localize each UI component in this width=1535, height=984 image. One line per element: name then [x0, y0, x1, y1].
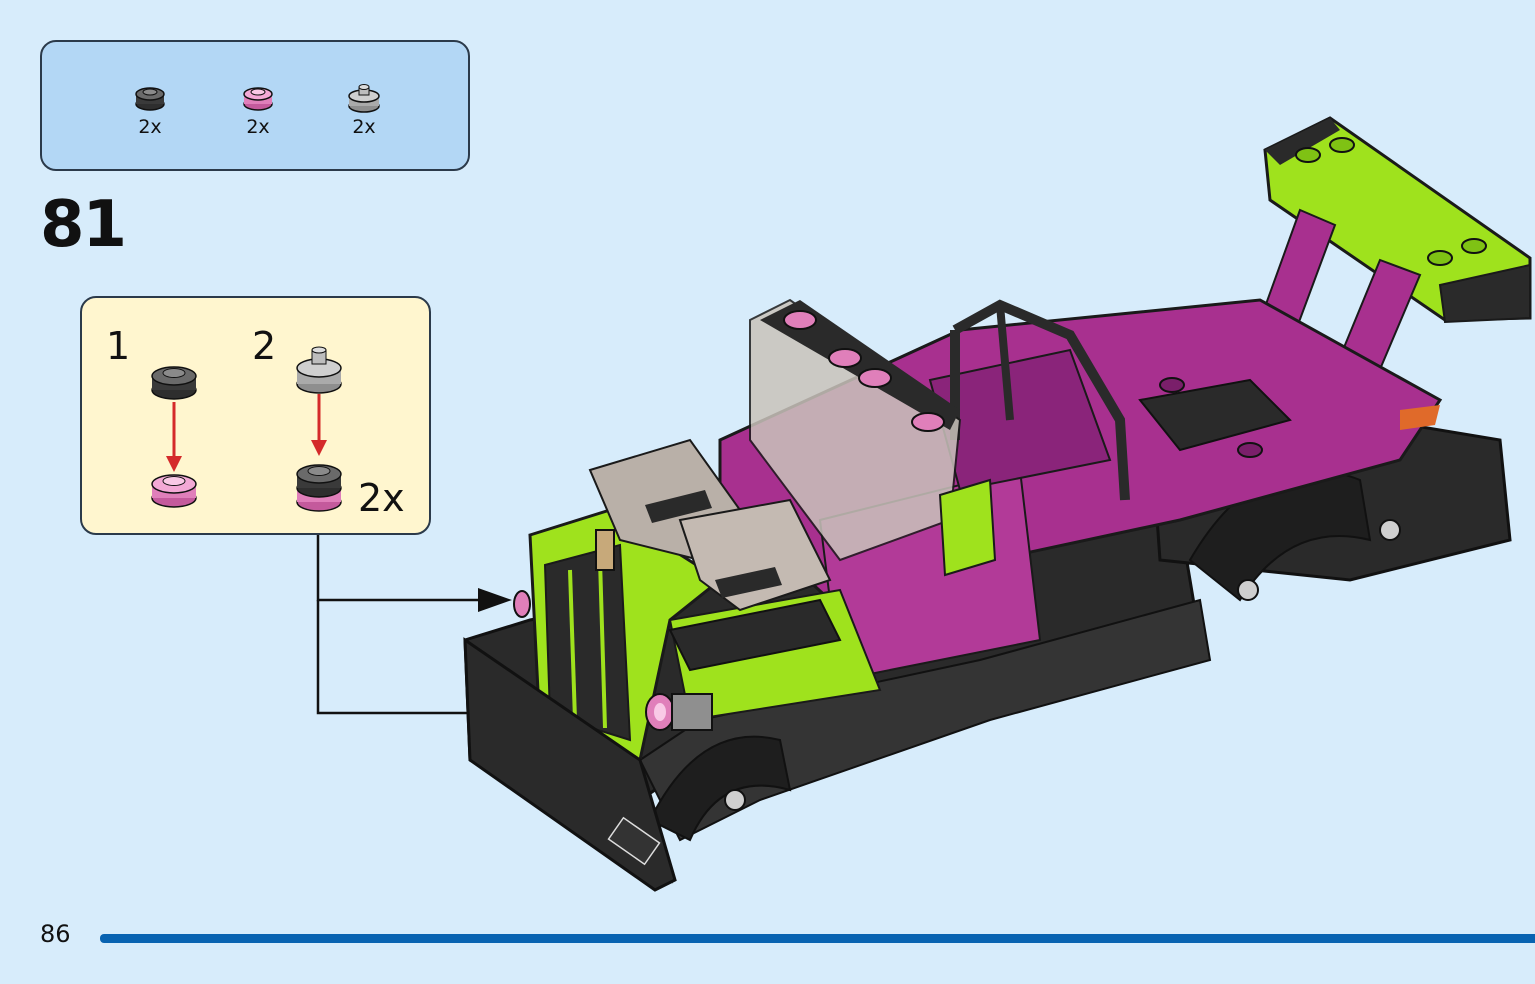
page-rule — [100, 934, 1535, 943]
down-arrow-icon — [311, 394, 327, 456]
front-grille — [528, 508, 882, 762]
stacked-plates-icon — [296, 464, 342, 512]
round-plate-pink-icon — [151, 474, 197, 508]
wheel-hubs — [724, 519, 1401, 811]
sub-step-illustration — [151, 346, 342, 512]
front-bumper — [463, 637, 677, 892]
step-number: 81 — [40, 188, 127, 262]
page-number: 86 — [40, 920, 71, 948]
round-plate-dark-gray-icon — [151, 366, 197, 400]
part-quantity: 2x — [246, 116, 270, 138]
part-quantity: 2x — [138, 116, 162, 138]
part-quantity: 2x — [352, 116, 376, 138]
sub-step-multiplier: 2x — [358, 476, 405, 520]
headlight-upper — [513, 590, 531, 618]
parts-list-item: 2x — [228, 82, 288, 138]
round-cone-light-gray-icon — [296, 346, 342, 394]
round-plate-pink-icon — [243, 87, 273, 111]
round-plate-dark-gray-icon — [135, 87, 165, 111]
sub-step-number: 1 — [106, 324, 131, 368]
light-bar-lights — [783, 310, 945, 432]
sub-step-box: 1 2 2x — [80, 296, 431, 535]
windscreen — [749, 298, 997, 577]
parts-list-box: 2x 2x 2x — [40, 40, 470, 171]
engine — [588, 438, 832, 612]
round-cone-light-gray-icon — [348, 84, 380, 113]
parts-list-item: 2x — [120, 82, 180, 138]
parts-list-item: 2x — [334, 82, 394, 138]
down-arrow-icon — [166, 402, 182, 472]
sub-step-number: 2 — [252, 324, 277, 368]
headlight-lower — [645, 693, 713, 731]
